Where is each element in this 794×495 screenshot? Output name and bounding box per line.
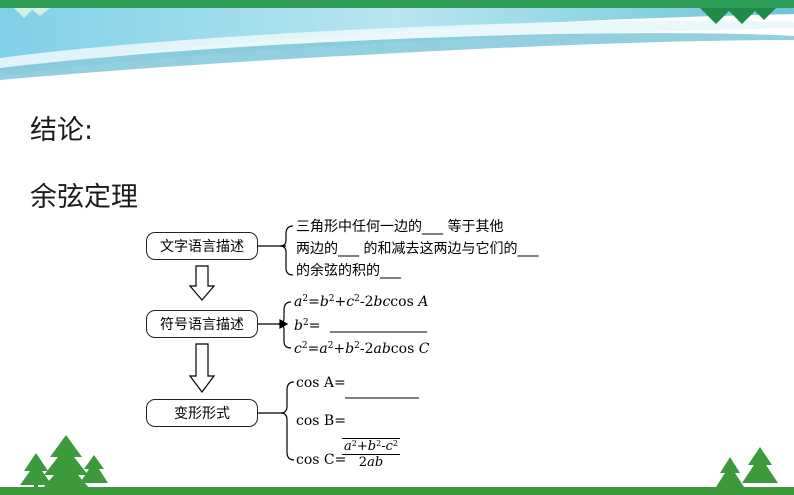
down-arrow-2 bbox=[188, 343, 216, 393]
top-banner bbox=[0, 0, 794, 80]
formula-a-squared: a2=b2+c2-2bccos A bbox=[294, 294, 429, 310]
heading-cosine-theorem: 余弦定理 bbox=[30, 182, 138, 213]
text-description-line2: 两边的___ 的和减去这两边与它们的___ bbox=[296, 241, 539, 257]
down-arrow-1 bbox=[188, 265, 216, 301]
heading-conclusion: 结论: bbox=[30, 115, 94, 146]
formula-b-squared: b2= bbox=[294, 318, 321, 334]
text-description-line3: 的余弦的积的___ bbox=[296, 263, 401, 279]
formula-c-squared: c2=a2+b2-2abcos C bbox=[294, 341, 430, 357]
fraction-cos-c: a2+b2-c2 2ab bbox=[342, 438, 400, 470]
box-variant-form: 变形形式 bbox=[146, 399, 258, 427]
brace-symbol bbox=[258, 301, 292, 349]
variant-cos-c: cos C= bbox=[296, 452, 347, 468]
text-description-line1: 三角形中任何一边的___ 等于其他 bbox=[296, 219, 504, 235]
bottom-footer bbox=[0, 435, 794, 495]
tree-icon bbox=[20, 435, 108, 491]
variant-cos-a: cos A= bbox=[296, 375, 346, 391]
variant-cos-b: cos B= bbox=[296, 413, 346, 429]
box-symbol-language: 符号语言描述 bbox=[146, 310, 258, 338]
tree-icon bbox=[716, 447, 778, 487]
brace-text bbox=[258, 225, 294, 276]
box-text-language: 文字语言描述 bbox=[146, 232, 258, 260]
